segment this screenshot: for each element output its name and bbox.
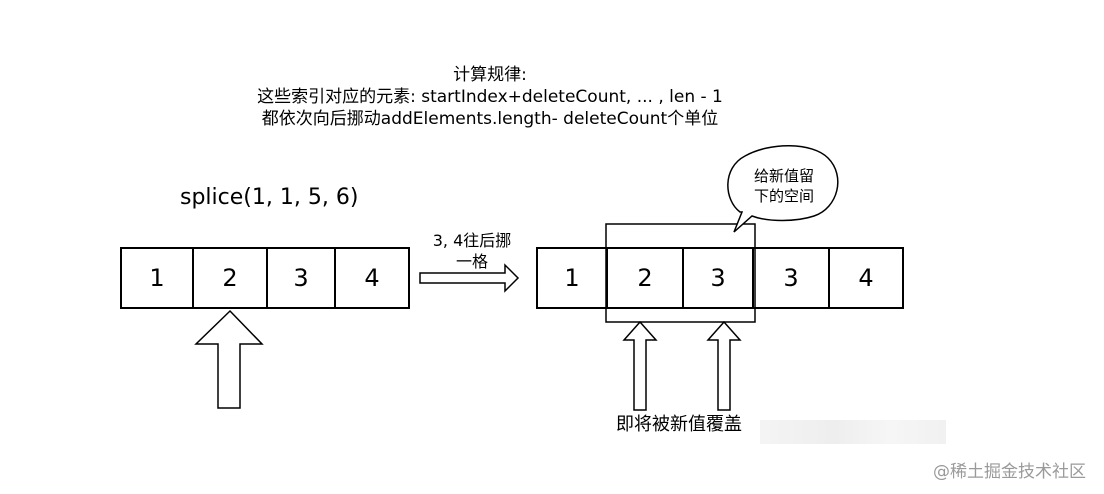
speech-bubble-text: 给新值留 下的空间 — [736, 166, 832, 206]
blurred-region — [760, 420, 946, 444]
description-line-2: 这些索引对应的元素: startIndex+deleteCount, ... ,… — [257, 87, 723, 107]
description-line-1: 计算规律: — [453, 65, 527, 85]
move-arrow-label-line-2: 一格 — [455, 252, 488, 271]
description-line-3: 都依次向后挪动addElements.length- deleteCount个单… — [261, 109, 719, 129]
after-cell: 4 — [828, 247, 904, 309]
description-block: 计算规律: 这些索引对应的元素: startIndex+deleteCount,… — [200, 64, 780, 130]
splice-call-label: splice(1, 1, 5, 6) — [180, 185, 359, 210]
after-cell: 2 — [606, 247, 684, 309]
move-arrow-label: 3, 4往后挪 一格 — [412, 230, 532, 272]
speech-bubble-line-2: 下的空间 — [753, 187, 814, 205]
speech-bubble-line-1: 给新值留 — [753, 167, 814, 185]
watermark: @稀土掘金技术社区 — [933, 462, 1086, 482]
before-cell: 4 — [334, 247, 410, 309]
speech-bubble — [727, 145, 839, 233]
before-cell: 3 — [266, 247, 336, 309]
up-arrow-icon — [622, 320, 658, 411]
up-arrow-icon — [706, 320, 742, 411]
highlight-bracket — [605, 223, 756, 323]
up-arrow-icon — [194, 309, 264, 409]
move-arrow-label-line-1: 3, 4往后挪 — [432, 231, 512, 250]
after-cell: 3 — [752, 247, 830, 309]
after-cell: 1 — [536, 247, 608, 309]
overwrite-caption: 即将被新值覆盖 — [616, 414, 742, 435]
right-arrow-icon — [419, 263, 520, 293]
before-cell: 1 — [120, 247, 194, 309]
